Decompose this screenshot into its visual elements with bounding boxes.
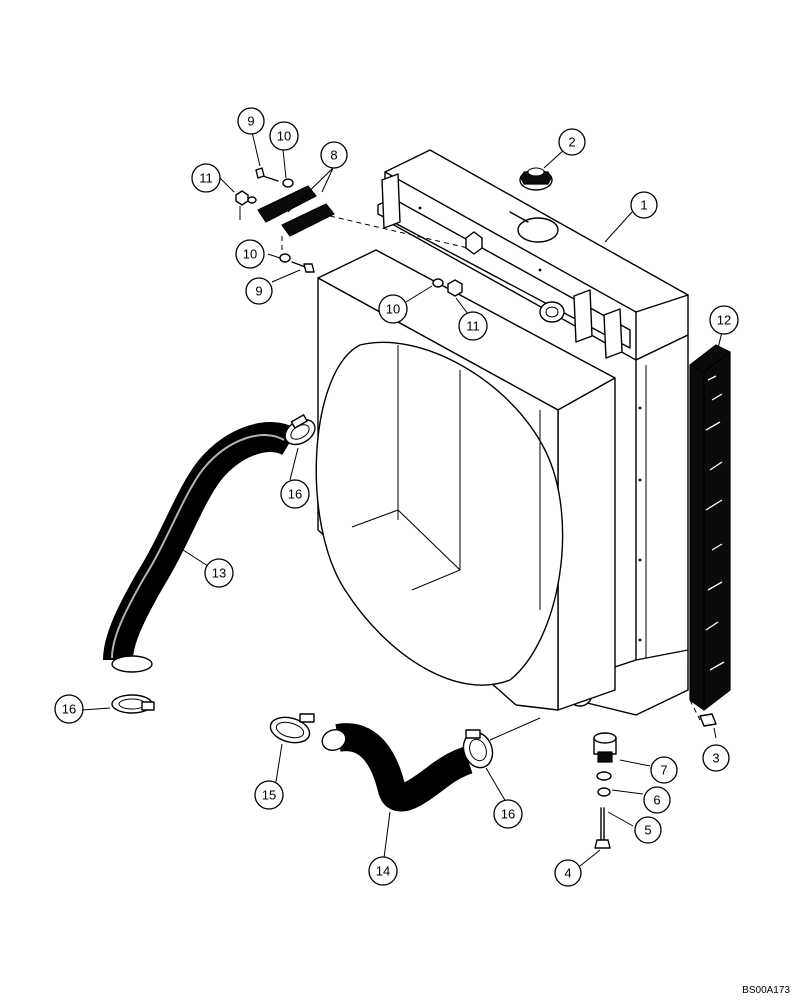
callout-12: 12 [709,305,739,335]
svg-text:8: 8 [330,148,337,163]
svg-text:9: 9 [255,284,262,299]
svg-text:11: 11 [466,319,480,334]
svg-text:10: 10 [277,129,291,144]
svg-text:11: 11 [199,171,213,186]
svg-text:10: 10 [243,247,257,262]
callout-6: 6 [643,786,671,814]
drain-hardware [593,732,617,849]
leader-lines [81,131,723,867]
callout-13: 13 [204,558,234,588]
svg-text:16: 16 [62,702,76,717]
drawing-code: BS00A173 [742,985,790,996]
upper-hose [103,422,298,673]
radiator-cap [519,167,553,191]
callout-10-center: 10 [378,294,408,324]
svg-text:2: 2 [568,135,575,150]
callout-16-left: 16 [54,694,84,724]
callout-7: 7 [650,756,678,784]
callout-3: 3 [702,744,730,772]
svg-text:16: 16 [288,487,302,502]
svg-text:12: 12 [717,313,731,328]
callout-14: 14 [368,856,398,886]
svg-text:3: 3 [712,751,719,766]
foam-seal [689,344,731,727]
svg-text:10: 10 [386,302,400,317]
callout-9-upper: 9 [237,107,265,135]
svg-text:1: 1 [640,198,647,213]
lower-hose [321,723,473,812]
svg-text:9: 9 [247,114,254,129]
callout-16-right: 16 [493,799,523,829]
callout-15: 15 [254,780,284,810]
callout-8: 8 [320,141,348,169]
svg-text:6: 6 [653,793,660,808]
svg-text:16: 16 [501,807,515,822]
callout-9-lower: 9 [245,277,273,305]
hose-clamps [111,414,541,769]
svg-text:14: 14 [376,864,390,879]
callout-10-upper: 10 [269,121,299,151]
callout-11-upper: 11 [191,163,221,193]
callout-2: 2 [558,128,586,156]
radiator-assembly [377,149,689,716]
callout-4: 4 [554,859,582,887]
callout-1: 1 [630,191,658,219]
callout-16-upper: 16 [280,479,310,509]
svg-text:15: 15 [262,788,276,803]
svg-text:7: 7 [660,763,667,778]
svg-text:13: 13 [212,566,226,581]
callout-11-center: 11 [458,311,488,341]
svg-text:5: 5 [644,823,651,838]
mounting-hardware [235,167,469,297]
callout-10-left: 10 [235,239,265,269]
callout-5: 5 [634,816,662,844]
svg-text:4: 4 [564,866,571,881]
